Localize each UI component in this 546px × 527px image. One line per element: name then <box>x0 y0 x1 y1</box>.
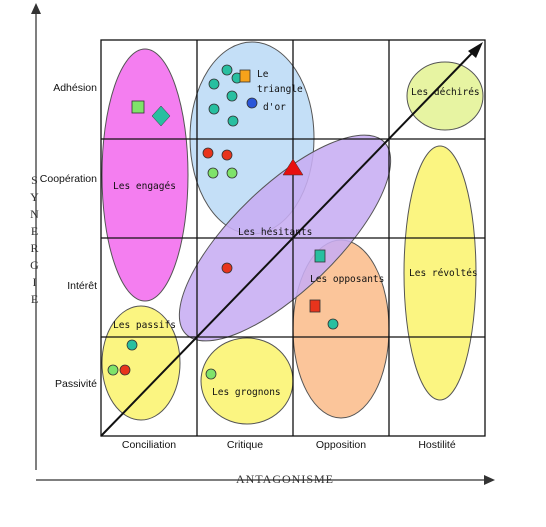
group-label-hesitants: Les hésitants <box>238 227 313 238</box>
teal-dot <box>221 64 233 76</box>
teal-dot <box>227 115 239 127</box>
group-label-dechires: Les déchirés <box>411 87 480 98</box>
red-dot <box>119 364 131 376</box>
group-label-revoltes: Les révoltés <box>409 268 478 279</box>
green-dot <box>226 167 238 179</box>
group-label-engages: Les engagés <box>113 181 176 192</box>
blue-dot <box>246 97 258 109</box>
red-dot <box>202 147 214 159</box>
group-passifs-ellipse <box>101 305 181 421</box>
group-label-passifs: Les passifs <box>113 320 176 331</box>
diagonal-arrow-head <box>468 42 483 58</box>
column-label-hostilite: Hostilité <box>418 439 456 451</box>
teal-dot <box>126 339 138 351</box>
row-label-adhesion: Adhésion <box>53 82 97 94</box>
orange-square-marker <box>239 69 251 83</box>
horizontal-axis-title: ANTAGONISME <box>235 472 335 486</box>
teal-dot <box>208 103 220 115</box>
red-triangle-marker <box>282 158 304 176</box>
row-label-interet: Intérêt <box>67 280 97 292</box>
teal-dot <box>208 78 220 90</box>
red-dot <box>221 262 233 274</box>
teal-dot <box>327 318 339 330</box>
row-label-passivite: Passivité <box>54 378 97 390</box>
column-label-critique: Critique <box>226 439 264 451</box>
group-label-triangle-1: Le <box>257 69 269 80</box>
group-engages-ellipse <box>101 48 189 302</box>
vertical-axis-arrow <box>31 3 41 14</box>
teal-square-marker <box>314 249 326 263</box>
green-dot <box>205 368 217 380</box>
group-label-triangle-2: triangle <box>257 84 303 95</box>
group-label-opposants: Les opposants <box>310 274 385 285</box>
column-label-conciliation: Conciliation <box>121 439 177 451</box>
horizontal-axis-arrow <box>484 475 495 485</box>
green-dot <box>207 167 219 179</box>
teal-diamond-marker <box>151 105 171 127</box>
teal-dot <box>226 90 238 102</box>
group-label-grognons: Les grognons <box>212 387 281 398</box>
row-label-cooperation: Coopération <box>39 173 97 185</box>
group-label-triangle-3: d'or <box>263 102 286 113</box>
diagonal-arrow-line <box>100 48 477 437</box>
group-dechires-ellipse <box>406 61 484 131</box>
red-dot <box>221 149 233 161</box>
group-grognons-ellipse <box>200 337 294 425</box>
green-dot <box>107 364 119 376</box>
green-square-marker <box>131 100 145 114</box>
column-label-opposition: Opposition <box>315 439 367 451</box>
red-square-marker <box>309 299 321 313</box>
